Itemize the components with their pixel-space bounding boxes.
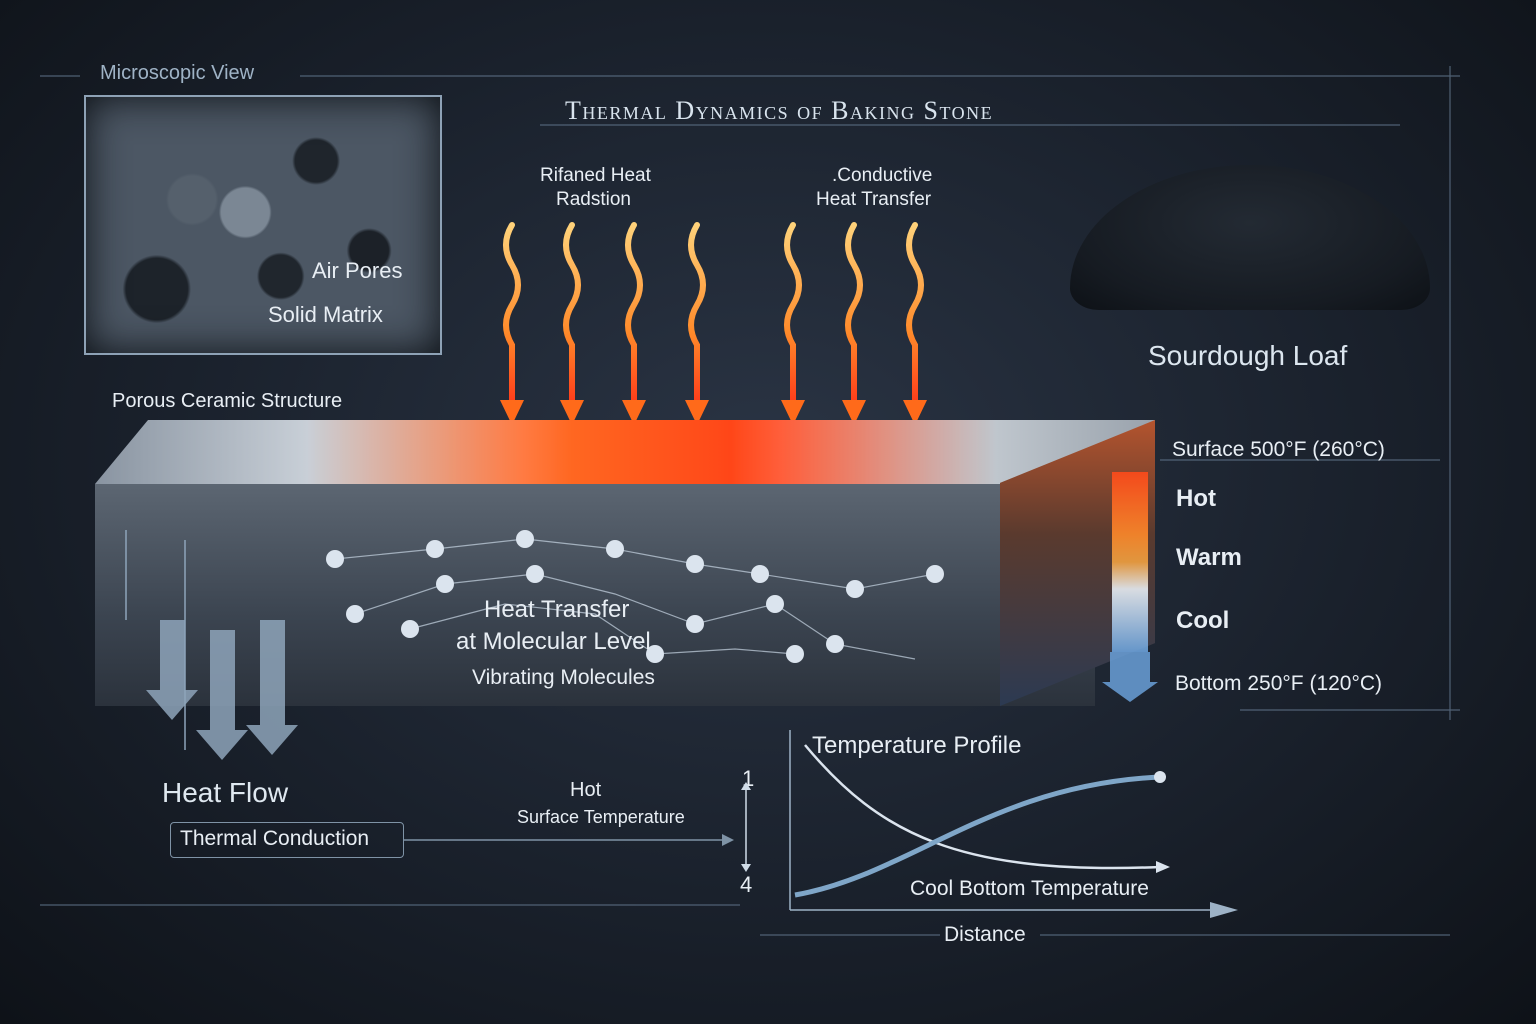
graph-xlabel: Distance [944,923,1026,946]
heat-wave-arrow-icon [688,222,706,408]
molecule [436,575,454,593]
temperature-gradient-bar [1112,472,1148,652]
graph-axis-bottom: 4 [740,872,753,897]
heat-wave-arrow-icon [784,222,802,408]
molecule [926,565,944,583]
hot-surface-label: Hot [570,779,602,801]
microscopic-view-heading: Microscopic View [100,62,255,84]
temperature-profile-graph [789,730,1238,918]
surface-temperature-label: Surface Temperature [517,807,685,827]
molecule [526,565,544,583]
heating-curve [794,774,1161,898]
molecule [326,550,344,568]
conduction-arrow [404,834,734,846]
cooling-curve [804,744,1161,870]
loaf-label: Sourdough Loaf [1148,340,1348,371]
molecular-label-1: Heat Transfer [484,596,630,623]
air-pores-label: Air Pores [312,258,403,283]
heat-wave-arrow-icon [503,222,521,408]
molecule [401,620,419,638]
bottom-temp-label: Bottom 250°F (120°C) [1175,672,1383,695]
radiation-label-2: Radstion [556,189,631,210]
molecule [826,635,844,653]
radiation-label-1: Rifaned Heat [540,165,651,186]
molecular-label-3: Vibrating Molecules [472,666,655,689]
thermal-conduction-box [170,822,404,858]
heat-flow-label: Heat Flow [162,777,289,808]
curve-endpoint [1154,771,1166,783]
molecule [786,645,804,663]
heat-wave-arrow-icon [563,222,581,408]
molecule [766,595,784,613]
cool-bottom-label: Cool Bottom Temperature [910,877,1149,900]
molecule-network [326,530,944,663]
molecule [686,615,704,633]
warm-label: Warm [1176,544,1242,571]
solid-matrix-label: Solid Matrix [268,302,383,327]
molecular-label-2: at Molecular Level [456,628,651,655]
microscopic-image [84,95,442,355]
surface-temp-label: Surface 500°F (260°C) [1172,438,1385,461]
molecule [516,530,534,548]
hot-label: Hot [1176,485,1216,512]
molecule [606,540,624,558]
molecule [846,580,864,598]
conductive-label-2: Heat Transfer [816,189,932,210]
porous-structure-label: Porous Ceramic Structure [112,390,343,412]
diagram-title: Thermal Dynamics of Baking Stone [565,96,994,125]
molecule [686,555,704,573]
down-arrow-icon [1102,652,1158,702]
molecule [646,645,664,663]
thermal-conduction-label: Thermal Conduction [180,827,370,850]
molecule [426,540,444,558]
stone-surface [95,420,1155,484]
molecule [346,605,364,623]
heat-wave-arrow-icon [906,222,924,408]
heat-flow-arrows [125,530,298,760]
conductive-label-1: .Conductive [832,165,933,186]
graph-title: Temperature Profile [812,732,1022,759]
molecule [751,565,769,583]
axis-range-arrow [741,782,751,872]
heat-wave-arrow-icon [625,222,643,408]
cool-label: Cool [1176,607,1230,634]
heat-wave-arrow-icon [845,222,863,408]
heat-wave-arrows [500,222,927,425]
